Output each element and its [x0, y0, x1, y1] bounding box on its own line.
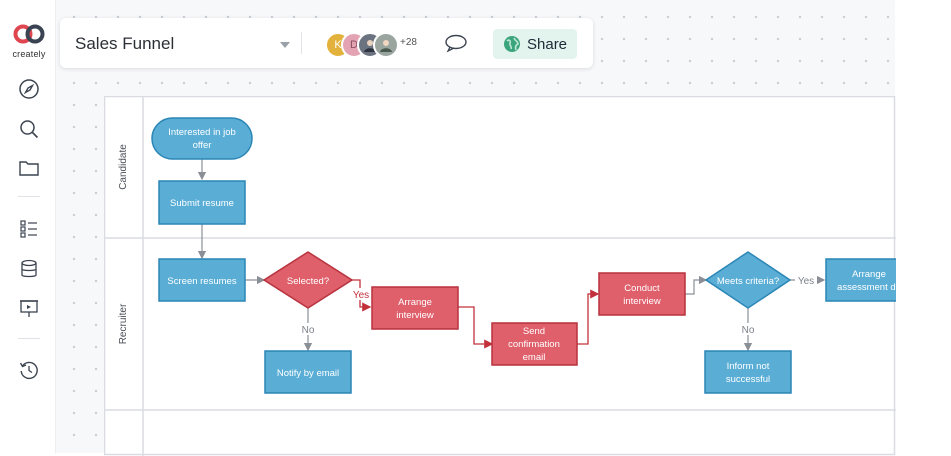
task-list-button[interactable]	[14, 214, 44, 244]
user-avatar-icon	[380, 40, 392, 52]
header-divider	[301, 32, 302, 54]
node-arrange-interview[interactable]: Arrange interview	[371, 286, 459, 330]
globe-icon	[504, 36, 520, 52]
edge-label-bg	[795, 274, 817, 286]
explore-button[interactable]	[14, 74, 44, 104]
svg-text:offer: offer	[193, 140, 212, 151]
node-submit-resume[interactable]: Submit resume	[158, 180, 246, 225]
database-button[interactable]	[14, 254, 44, 284]
share-label: Share	[527, 35, 568, 53]
history-button[interactable]	[14, 355, 44, 385]
node-send-confirmation-email[interactable]: Send confirmation email	[491, 322, 578, 366]
avatar[interactable]	[373, 32, 399, 58]
avatar-overflow-count[interactable]: +28	[400, 37, 417, 48]
database-icon	[21, 259, 37, 278]
search-icon	[20, 120, 39, 139]
edge-label-yes: Yes	[353, 290, 369, 301]
svg-text:Interested in job: Interested in job	[168, 127, 236, 138]
edge-label-bg	[351, 288, 371, 300]
node-arrange-assessment[interactable]: Arrange assessment da	[825, 258, 896, 302]
comments-button[interactable]	[444, 33, 468, 58]
svg-text:confirmation: confirmation	[508, 339, 560, 350]
logo-wordmark: creately	[12, 49, 46, 59]
folder-icon	[19, 161, 39, 176]
svg-text:Conduct: Conduct	[624, 283, 660, 294]
connector	[685, 275, 708, 295]
lane-label-recruiter: Recruiter	[118, 303, 129, 344]
svg-text:email: email	[523, 352, 546, 363]
history-icon	[19, 361, 38, 380]
presentation-icon	[20, 300, 38, 317]
svg-text:assessment da: assessment da	[837, 282, 896, 293]
edge-label-bg	[738, 323, 758, 335]
folder-button[interactable]	[14, 153, 44, 183]
svg-text:interview: interview	[623, 296, 661, 307]
document-header: Sales Funnel K D +28 Share	[60, 18, 593, 68]
edge-label-no: No	[742, 325, 755, 336]
svg-text:Screen resumes: Screen resumes	[167, 276, 236, 287]
document-title[interactable]: Sales Funnel	[75, 34, 175, 53]
title-dropdown[interactable]	[279, 37, 291, 55]
node-inform-not-successful[interactable]: Inform not successful	[704, 350, 792, 394]
share-button[interactable]: Share	[493, 29, 577, 59]
search-button[interactable]	[14, 114, 44, 144]
swimlane-diagram[interactable]: Candidate Recruiter Yes No Yes No Intere…	[104, 96, 896, 456]
svg-text:Arrange: Arrange	[398, 297, 432, 308]
edge-label-bg	[298, 323, 318, 335]
svg-text:interview: interview	[396, 310, 434, 321]
svg-text:Meets criteria?: Meets criteria?	[717, 276, 779, 287]
rail-divider	[18, 196, 40, 197]
connector	[458, 306, 494, 349]
creately-logo[interactable]: creately	[9, 24, 49, 59]
node-meets-criteria-decision[interactable]: Meets criteria?	[704, 251, 792, 309]
connector	[577, 289, 600, 345]
collaborator-avatars[interactable]: K D +28	[325, 32, 425, 58]
left-toolbar: creately	[0, 0, 56, 453]
task-list-icon	[20, 220, 37, 238]
edge-label-no: No	[302, 325, 315, 336]
creately-logo-icon	[13, 24, 45, 44]
present-button[interactable]	[14, 294, 44, 324]
svg-text:Arrange: Arrange	[852, 269, 886, 280]
svg-text:Send: Send	[523, 326, 545, 337]
caret-down-icon	[280, 42, 290, 48]
svg-text:Notify by email: Notify by email	[277, 368, 339, 379]
node-notify-by-email[interactable]: Notify by email	[264, 350, 352, 394]
lane-label-candidate: Candidate	[118, 144, 129, 190]
svg-text:Selected?: Selected?	[287, 276, 329, 287]
node-conduct-interview[interactable]: Conduct interview	[598, 272, 686, 316]
svg-text:Inform not: Inform not	[727, 361, 770, 372]
node-interested-in-job-offer[interactable]: Interested in job offer	[151, 117, 253, 160]
rail-divider	[18, 338, 40, 339]
node-screen-resumes[interactable]: Screen resumes	[158, 258, 246, 302]
svg-text:Submit resume: Submit resume	[170, 198, 234, 209]
node-selected-decision[interactable]: Selected?	[262, 251, 354, 309]
svg-text:successful: successful	[726, 374, 770, 385]
edge-label-yes: Yes	[798, 276, 814, 287]
compass-icon	[19, 79, 39, 99]
comment-icon	[445, 34, 467, 53]
